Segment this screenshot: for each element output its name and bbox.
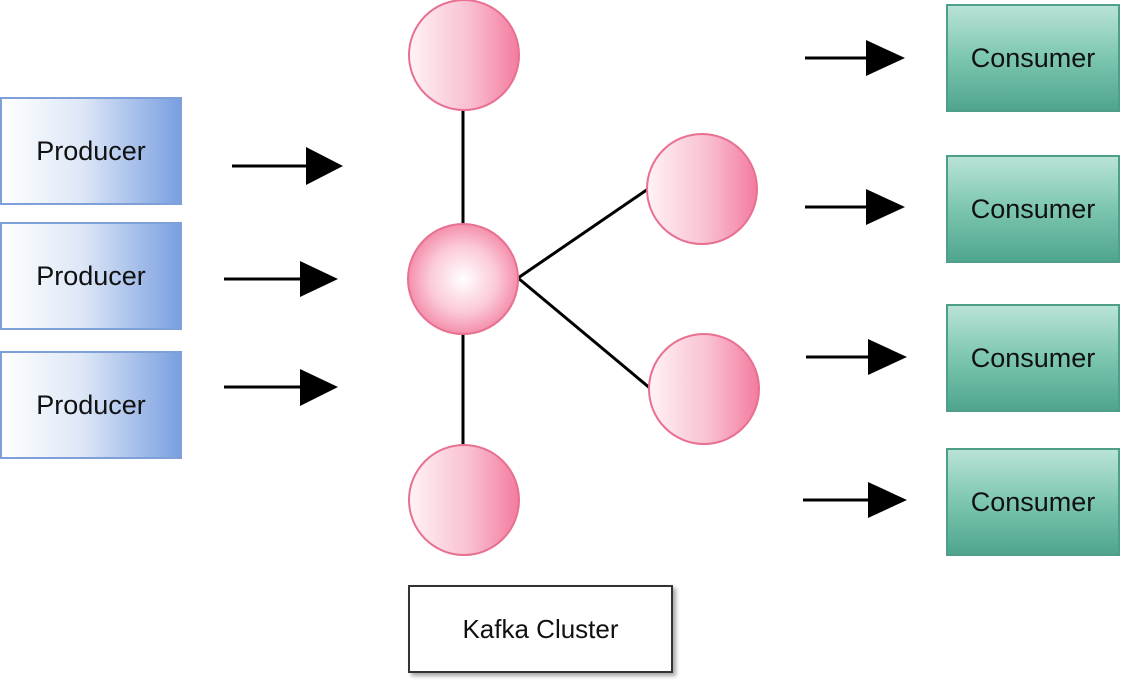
broker-node-center — [407, 223, 519, 335]
producer-label: Producer — [36, 135, 146, 166]
producer-arrow-1 — [232, 147, 343, 185]
broker-node-lower-right — [648, 333, 760, 445]
consumer-arrow-3 — [806, 339, 907, 375]
consumer-box-4: Consumer — [946, 448, 1120, 556]
producer-arrow-3 — [224, 369, 338, 406]
producer-label: Producer — [36, 260, 146, 291]
producer-box-2: Producer — [0, 222, 182, 330]
consumer-box-3: Consumer — [946, 304, 1120, 412]
broker-node-top — [408, 0, 520, 111]
producer-box-1: Producer — [0, 97, 182, 205]
consumer-label: Consumer — [970, 193, 1096, 224]
consumer-label: Consumer — [970, 342, 1096, 373]
cluster-label-text: Kafka Cluster — [462, 613, 619, 644]
consumer-box-2: Consumer — [946, 155, 1120, 263]
producer-box-3: Producer — [0, 351, 182, 459]
consumer-label: Consumer — [970, 42, 1096, 73]
consumer-box-1: Consumer — [946, 4, 1120, 112]
kafka-cluster-label: Kafka Cluster — [408, 585, 673, 673]
broker-link — [517, 187, 649, 280]
producer-arrow-2 — [224, 261, 338, 297]
consumer-arrow-4 — [803, 482, 907, 518]
broker-node-upper-right — [646, 133, 758, 245]
consumer-label: Consumer — [970, 486, 1096, 517]
broker-link — [517, 276, 652, 391]
consumer-arrow-2 — [805, 189, 905, 225]
consumer-arrow-1 — [805, 40, 905, 76]
broker-node-bottom — [408, 444, 520, 556]
producer-label: Producer — [36, 389, 146, 420]
